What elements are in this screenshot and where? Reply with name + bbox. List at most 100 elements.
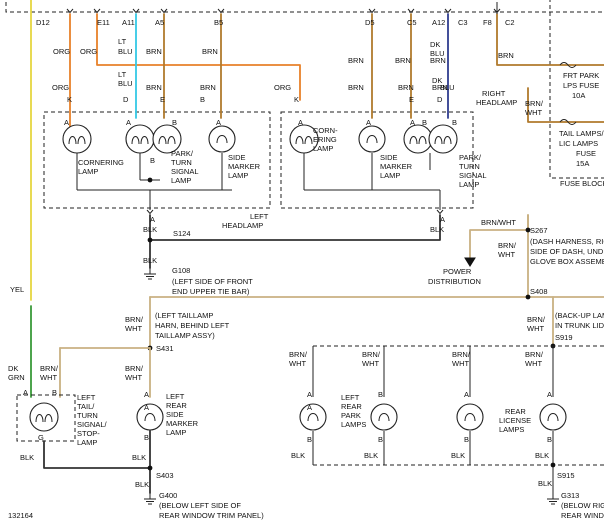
connector-chevron [407,8,415,14]
component-label: LPS FUSE [563,81,599,90]
wire-color-label: BRN [146,83,162,92]
wire-color-label: BLU [118,47,133,56]
left-tail-stop-lamp [29,402,59,432]
lamp-filament [158,136,167,145]
lamp-filament [77,136,86,145]
wire-color-label: BLK [291,451,305,460]
wire-color-label: BLK [135,480,149,489]
wire-color-label: BRN [348,83,364,92]
left-rear-side-marker-lamp [136,403,164,431]
component-label: REAR [341,402,362,411]
wire-color-label: BRN/WHT [481,218,516,227]
ground-label: G400 [159,491,177,500]
connector-chevron [146,209,154,215]
component-label: LEFT [250,212,269,221]
wire-color-label: BLK [143,256,157,265]
wire-color-label: BRN [348,56,364,65]
component-label: RIGHT [482,89,506,98]
right-headlamp-box [280,111,474,209]
pin-letter: A [144,403,149,412]
pin-letter: B [452,118,457,127]
wire-color-label: WHT [125,324,142,333]
splice-s915-node [550,462,556,468]
pin-letter: A [126,118,131,127]
connector-chevron [368,8,376,14]
component-label: LAMP [228,171,248,180]
lamp-filament [44,414,53,423]
pin-letter: B [200,95,205,104]
component-label: MARKER [228,162,261,171]
wire-color-label: BRN [200,83,216,92]
fuse-tail-lamps [559,119,577,125]
wire-color-label: BLK [430,225,444,234]
pin-letter: B [422,118,427,127]
note-label: HARN, BEHIND LEFT [155,321,230,330]
right-side-marker-lamp [358,125,386,153]
pin-letter: A [547,390,552,399]
component-label: FUSE [576,149,596,158]
pin-letter: A [366,118,371,127]
wire-color-label: BRN/ [525,99,544,108]
pin-letter: B [378,435,383,444]
wire-color-label: BLK [364,451,378,460]
component-label: LAMP [313,144,333,153]
component-label: CORN- [313,126,338,135]
pin-letter: B [144,433,149,442]
component-label: SIGNAL [171,167,199,176]
note-label: (BACK-UP LAMP [555,311,604,320]
wire-color-label: WHT [527,324,544,333]
pin-letter: A [64,118,69,127]
component-label: SIGNAL [459,171,487,180]
right-park-turn-lamp-b [428,124,458,154]
lamp-filament [144,413,156,422]
wire-color-label: BLK [132,453,146,462]
note-label: END UPPER TIE BAR) [172,287,250,296]
lamp-filament [131,136,140,145]
connector-pin-label: D12 [36,18,50,27]
component-label: HEADLAMP [222,221,263,230]
wire-color-label: BRN [398,83,414,92]
note-label: (BELOW LEFT SIDE OF [159,501,241,510]
lamp-filament [464,413,476,422]
wire-color-label: WHT [125,373,142,382]
wire-color-label: ORG [80,47,97,56]
lamp-filament [140,136,149,145]
wire-color-label: BRN/ [125,315,144,324]
splice-s403-node [147,465,153,471]
pin-letter: A [464,390,469,399]
component-label: LEFT [77,393,96,402]
connector-pin-label: D5 [365,18,375,27]
connector-chevron [132,8,140,14]
rear-license-lamp-1 [456,403,484,431]
wire-color-label: WHT [525,108,542,117]
component-label: LEFT [166,392,185,401]
rear-license-lamp-2 [539,403,567,431]
component-label: LAMP [380,171,400,180]
connector-chevron [160,8,168,14]
pin-letter: A [298,118,303,127]
lamp-filament [409,136,418,145]
splice-s267-node [525,227,531,233]
lamp-filament [434,136,443,145]
component-label: LEFT [341,393,360,402]
pin-letter: K [67,95,72,104]
wire-color-label: BRN [395,56,411,65]
ground-label: G313 [561,491,579,500]
component-label: 15A [576,159,589,168]
wire-color-label: DK [8,364,18,373]
wire-color-label: BLK [143,225,157,234]
lamp-filament [167,136,176,145]
note-label: (BELOW RIGHT SIDE [561,501,604,510]
wire-color-label: WHT [498,250,515,259]
wire-color-label: BRN [498,51,514,60]
wire-org-right-cornering [96,13,301,101]
wire-color-label: BRN/ [525,350,544,359]
component-label: HEADLAMP [476,98,517,107]
component-label: REAR [166,401,187,410]
component-label: 10A [572,91,585,100]
component-label: CORNERING [78,158,124,167]
fuse-frt-park [559,62,577,68]
component-label: LAMP [166,428,186,437]
